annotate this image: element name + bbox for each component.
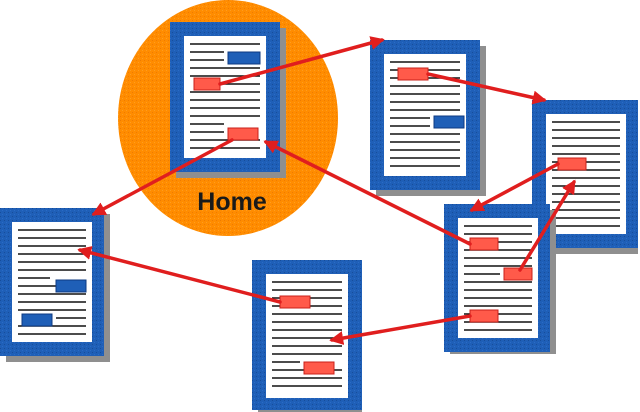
anchor-box <box>55 279 87 293</box>
page-left[interactable] <box>0 208 110 362</box>
arrow-bottom-right-to-bottom-center <box>329 314 472 345</box>
arrow-home-to-top-middle <box>218 36 385 86</box>
anchor-box <box>227 51 261 65</box>
link-box[interactable] <box>303 361 335 375</box>
link-box[interactable] <box>469 309 499 323</box>
arrow-bottom-right-to-home <box>263 140 472 246</box>
home-label: Home <box>197 188 267 216</box>
arrow-top-middle-to-right <box>426 72 547 105</box>
anchor-box <box>21 313 53 327</box>
link-box[interactable] <box>503 267 533 281</box>
page-right[interactable] <box>532 100 638 254</box>
page-home[interactable] <box>170 22 286 178</box>
link-arrows <box>77 36 576 345</box>
text-lines <box>190 43 260 149</box>
link-box[interactable] <box>193 77 221 91</box>
page-bottom-center[interactable] <box>252 260 362 412</box>
arrow-right-to-bottom-right <box>469 162 560 212</box>
link-box[interactable] <box>279 295 311 309</box>
link-box[interactable] <box>557 157 587 171</box>
page-bottom-right[interactable] <box>444 204 556 354</box>
arrow-home-to-left <box>91 138 234 216</box>
anchor-box <box>433 115 465 129</box>
link-box[interactable] <box>227 127 259 141</box>
page-top-middle[interactable] <box>370 40 486 196</box>
link-box[interactable] <box>469 237 499 251</box>
link-box[interactable] <box>397 67 429 81</box>
arrow-bottom-center-to-left <box>77 246 282 304</box>
arrow-bottom-right-to-right <box>518 179 576 272</box>
